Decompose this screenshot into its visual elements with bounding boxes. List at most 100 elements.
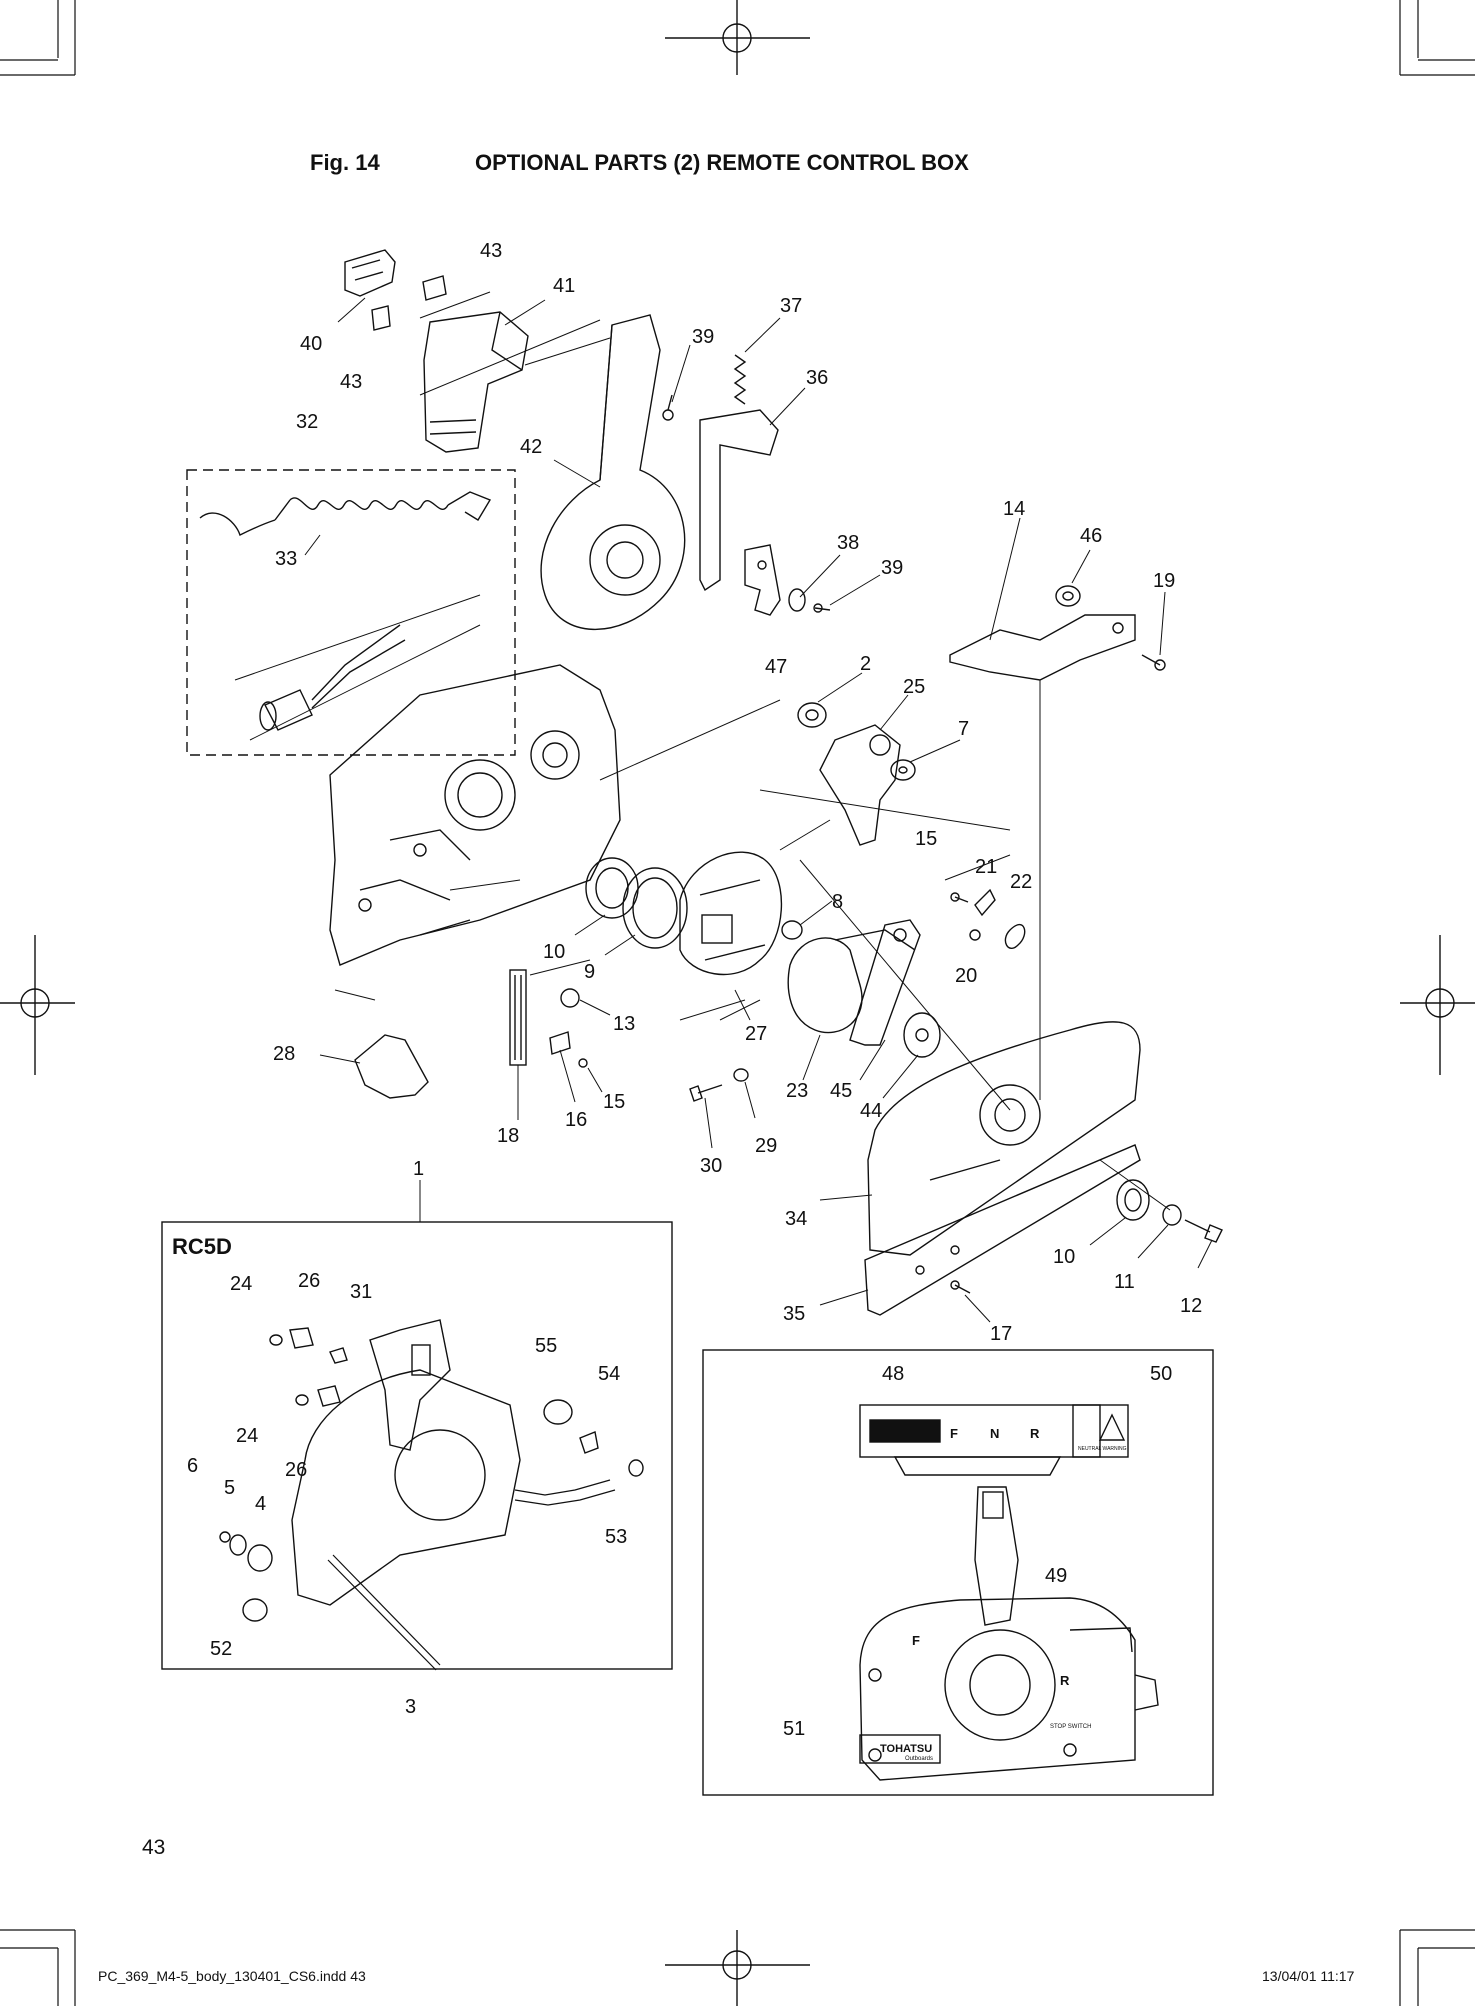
part-throttle-arm-14 bbox=[949, 614, 1136, 681]
footer-file-name: PC_369_M4-5_body_130401_CS6.indd 43 bbox=[98, 1968, 366, 1984]
callout-15: 15 bbox=[603, 1091, 625, 1113]
callout-21: 21 bbox=[975, 856, 997, 878]
callout-18: 18 bbox=[497, 1125, 519, 1147]
callout-23: 23 bbox=[786, 1080, 808, 1102]
part-housing bbox=[329, 664, 621, 966]
callout-30: 30 bbox=[700, 1155, 722, 1177]
callout-39: 39 bbox=[692, 326, 714, 348]
rc5d-small-parts bbox=[219, 1327, 644, 1622]
part-washer-9 bbox=[622, 867, 688, 949]
leader-line bbox=[249, 624, 481, 741]
registration-mark-top bbox=[665, 0, 810, 75]
part-washer-46 bbox=[1055, 585, 1081, 607]
part-lever-arm-42 bbox=[540, 314, 686, 631]
part-side-cover-34 bbox=[867, 1021, 1141, 1256]
label-lever-r: R bbox=[1060, 1673, 1070, 1688]
callout-33: 33 bbox=[275, 548, 297, 570]
part-washer-11 bbox=[1162, 1204, 1182, 1226]
page-number: 43 bbox=[142, 1836, 166, 1859]
callout-9: 9 bbox=[584, 961, 595, 983]
callout-19: 19 bbox=[1153, 570, 1175, 592]
part-shift-arm-23 bbox=[787, 929, 916, 1034]
part-lanyard-33 bbox=[199, 491, 492, 536]
part-bushing-2 bbox=[797, 702, 827, 728]
callout-43: 43 bbox=[340, 371, 362, 393]
callout-14: 14 bbox=[1003, 498, 1025, 520]
callout-2: 2 bbox=[860, 653, 871, 675]
label-neutral-warning: NEUTRAL WARNING bbox=[1078, 1446, 1127, 1452]
callout-39: 39 bbox=[881, 557, 903, 579]
callout-54: 54 bbox=[598, 1363, 620, 1385]
part-clip-43a bbox=[422, 275, 447, 301]
label-gear-n: N bbox=[990, 1426, 999, 1441]
callout-1: 1 bbox=[413, 1158, 424, 1180]
leader-line bbox=[234, 594, 481, 681]
part-nut-13 bbox=[560, 988, 580, 1008]
callout-35: 35 bbox=[783, 1303, 805, 1325]
part-friction-strip-18 bbox=[509, 969, 527, 1066]
callout-34: 34 bbox=[785, 1208, 807, 1230]
callout-10: 10 bbox=[1053, 1246, 1075, 1268]
figure-label: Fig. 14 bbox=[310, 150, 380, 175]
label-gear-r: R bbox=[1030, 1426, 1040, 1441]
product-view-frame bbox=[702, 1349, 1214, 1796]
callout-41: 41 bbox=[553, 275, 575, 297]
callout-47: 47 bbox=[765, 656, 787, 678]
brand-logo-subtext: Outboards bbox=[905, 1756, 933, 1762]
part-screw-19 bbox=[1141, 654, 1166, 671]
callout-22: 22 bbox=[1010, 871, 1032, 893]
part-gear-27 bbox=[679, 851, 783, 976]
part-bracket-16 bbox=[549, 1031, 571, 1055]
figure-title: OPTIONAL PARTS (2) REMOTE CONTROL BOX bbox=[475, 150, 969, 175]
callout-38: 38 bbox=[837, 532, 859, 554]
part-spring-clip-22 bbox=[1004, 923, 1026, 949]
callout-12: 12 bbox=[1180, 1295, 1202, 1317]
callout-11: 11 bbox=[1114, 1271, 1135, 1293]
brand-logo-text: TOHATSU bbox=[880, 1743, 932, 1755]
inset-rc5d-title: RC5D bbox=[172, 1234, 232, 1259]
callout-10: 10 bbox=[543, 941, 565, 963]
part-bolt-15a bbox=[950, 892, 969, 903]
label-lever-f: F bbox=[912, 1633, 920, 1648]
callout-53: 53 bbox=[605, 1526, 627, 1548]
part-gear-indicator-48 bbox=[859, 1404, 1101, 1476]
part-seal-10b bbox=[1116, 1179, 1150, 1221]
callout-45: 45 bbox=[830, 1080, 852, 1102]
callout-15: 15 bbox=[915, 828, 937, 850]
part-neutral-latch-36 bbox=[699, 409, 779, 592]
part-cam-plate-25 bbox=[819, 724, 901, 846]
part-control-lever-49 bbox=[974, 1486, 1019, 1626]
part-collar-8 bbox=[781, 920, 803, 940]
callout-51: 51 bbox=[783, 1718, 805, 1740]
callout-32: 32 bbox=[296, 411, 318, 433]
registration-mark-bottom bbox=[665, 1930, 810, 2006]
part-bolt-15b bbox=[578, 1058, 588, 1068]
part-link-47 bbox=[744, 544, 781, 616]
callout-3: 3 bbox=[405, 1696, 416, 1718]
callout-48: 48 bbox=[882, 1363, 904, 1385]
callout-40: 40 bbox=[300, 333, 322, 355]
callout-49: 49 bbox=[1045, 1565, 1067, 1587]
callout-20: 20 bbox=[955, 965, 977, 987]
part-screw-39b bbox=[813, 603, 831, 613]
callout-37: 37 bbox=[780, 295, 802, 317]
callout-leaders bbox=[304, 291, 1213, 1323]
part-plate-35 bbox=[864, 1144, 1141, 1316]
callout-44: 44 bbox=[860, 1100, 882, 1122]
part-nut-29 bbox=[733, 1068, 749, 1082]
callout-31: 31 bbox=[350, 1281, 372, 1303]
callout-36: 36 bbox=[806, 367, 828, 389]
rc5d-cable bbox=[327, 1479, 616, 1671]
part-spring-37 bbox=[733, 354, 747, 405]
callout-24: 24 bbox=[230, 1273, 252, 1295]
part-bolt-12 bbox=[1184, 1219, 1223, 1243]
part-handle-cover-41 bbox=[423, 311, 529, 453]
part-stop-switch-plug bbox=[259, 624, 406, 731]
rc5d-control-box bbox=[291, 1319, 521, 1606]
label-stop-switch: STOP SWITCH bbox=[1050, 1724, 1091, 1730]
callout-6: 6 bbox=[187, 1455, 198, 1477]
callout-46: 46 bbox=[1080, 525, 1102, 547]
